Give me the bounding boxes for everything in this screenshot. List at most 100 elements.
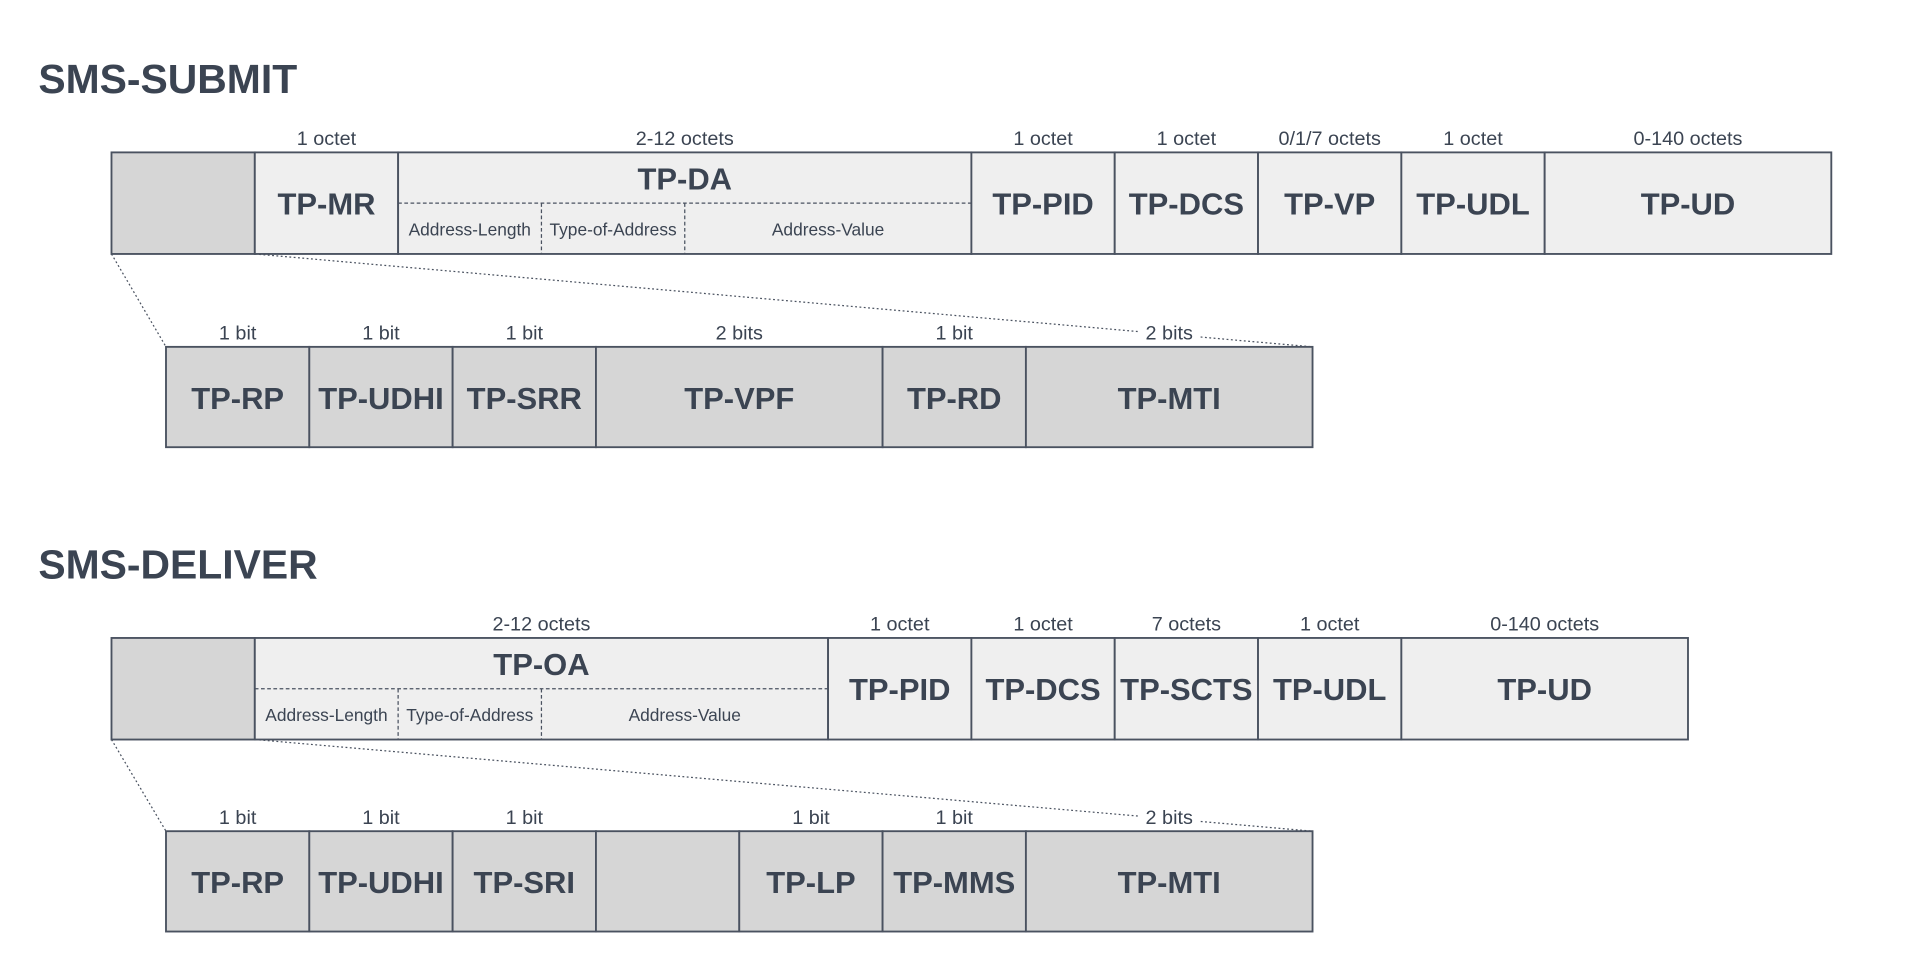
bit-cell [308, 830, 454, 933]
bit-size-label: 2 bits [1146, 322, 1193, 344]
bit-size-label: 2 bits [716, 322, 763, 344]
field-size-label: 2-12 octets [636, 128, 734, 150]
field-size-label: 1 octet [870, 614, 930, 636]
bit-size-label: 2 bits [1146, 807, 1193, 829]
bit-cell [1024, 345, 1314, 449]
field-size-label: 7 octets [1152, 614, 1221, 636]
bit-size-label: 1 bit [936, 807, 974, 829]
bit-label: TP-UDHI [318, 381, 444, 416]
zoom-guide-line [110, 253, 167, 348]
field-cell [1543, 151, 1833, 255]
field-label: TP-PID [849, 672, 950, 707]
section-title: SMS-SUBMIT [38, 56, 297, 102]
bit-size-label: 1 bit [362, 807, 400, 829]
field-first-octet [110, 637, 256, 741]
label-background [1139, 803, 1199, 827]
field-cell [1113, 637, 1259, 741]
field-size-label: 2-12 octets [492, 614, 590, 636]
field-cell [110, 151, 256, 255]
field-label: TP-UD [1641, 186, 1736, 221]
bit-label: TP-LP [766, 865, 855, 900]
bit-cell [881, 345, 1027, 449]
field-label: TP-UDL [1273, 672, 1386, 707]
bit-cell [451, 830, 597, 933]
field-size-label: 1 octet [1443, 128, 1503, 150]
field-label: TP-DCS [985, 672, 1100, 707]
field-cell [253, 151, 400, 255]
bit-size-label: 1 bit [219, 807, 257, 829]
field-label: TP-SCTS [1120, 672, 1252, 707]
subfield-label: Address-Value [772, 219, 884, 239]
field-cell [970, 637, 1116, 741]
bit-label: TP-RD [907, 381, 1002, 416]
bit-label: TP-VPF [684, 381, 794, 416]
field-size-label: 1 octet [1013, 614, 1073, 636]
field-label: TP-UD [1497, 672, 1592, 707]
bit-label: TP-SRR [467, 381, 582, 416]
zoom-guide-line [110, 739, 167, 832]
bit-size-label: 1 bit [506, 322, 544, 344]
field-cell [1113, 151, 1259, 255]
bit-cell [451, 345, 597, 449]
field-size-label: 1 octet [1013, 128, 1073, 150]
bit-label: TP-MTI [1118, 381, 1221, 416]
field-label: TP-DA [637, 162, 732, 197]
bit-label: TP-RP [191, 381, 284, 416]
bit-label: TP-MTI [1118, 865, 1221, 900]
bit-size-label: 1 bit [792, 807, 830, 829]
subfield-label: Address-Value [629, 705, 741, 725]
bit-size-label: 1 bit [506, 807, 544, 829]
field-label: TP-VP [1284, 186, 1375, 221]
field-size-label: 1 octet [297, 128, 357, 150]
bit-cell [595, 830, 741, 933]
field-cell [110, 637, 256, 741]
field-size-label: 0/1/7 octets [1279, 128, 1381, 150]
deliver-section: SMS-DELIVER 2-12 octetsTP-OAAddress-Lengt… [38, 542, 1689, 933]
field-first-octet [110, 151, 256, 255]
bit-label: TP-RP [191, 865, 284, 900]
bit-size-label: 1 bit [219, 322, 257, 344]
bit-label: TP-SRI [474, 865, 575, 900]
subfield-label: Address-Length [265, 705, 387, 725]
field-cell [1400, 637, 1689, 741]
field-cell [827, 637, 973, 741]
field-cell [970, 151, 1116, 255]
bit-cell [881, 830, 1027, 933]
field-label: TP-MR [277, 186, 375, 221]
label-background [1139, 319, 1199, 342]
field-cell [1400, 151, 1546, 255]
bit-cell [1024, 830, 1314, 933]
section-title: SMS-DELIVER [38, 542, 317, 588]
bit-cell [738, 830, 884, 933]
field-label: TP-PID [992, 186, 1093, 221]
subfield-label: Type-of-Address [550, 219, 677, 239]
field-size-label: 0-140 octets [1490, 614, 1599, 636]
field-size-label: 1 octet [1300, 614, 1360, 636]
bit-size-label: 1 bit [362, 322, 400, 344]
field-label: TP-UDL [1416, 186, 1529, 221]
